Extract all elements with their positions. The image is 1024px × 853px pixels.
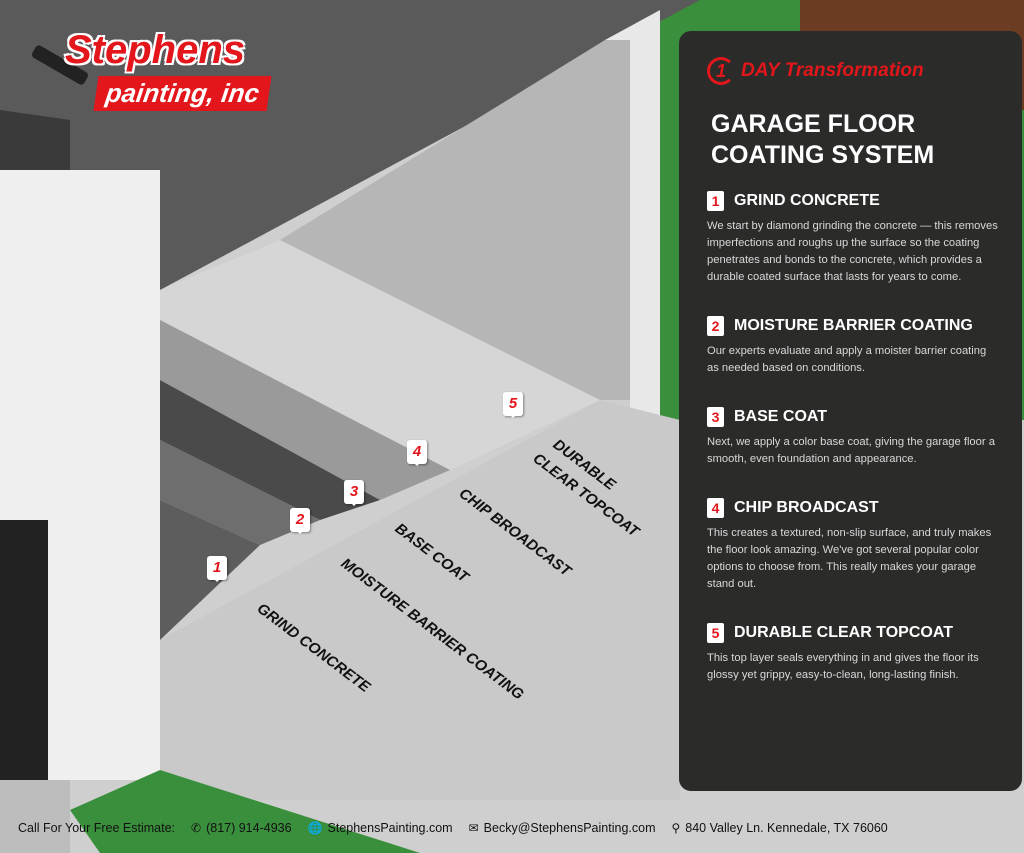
step-description: This creates a textured, non-slip surfac…	[707, 527, 992, 590]
marker-1: 1	[207, 556, 227, 582]
step-title: GRIND CONCRETE	[734, 192, 880, 209]
step-number: 3	[707, 407, 724, 427]
info-panel: 1 DAY Transformation GARAGE FLOOR COATING …	[679, 31, 1022, 791]
map-pin-icon: ⚲	[671, 821, 681, 835]
email-text: Becky@StephensPainting.com	[483, 821, 656, 835]
house-door	[0, 520, 48, 780]
marker-5: 5	[503, 392, 523, 418]
website-text: StephensPainting.com	[327, 821, 453, 835]
company-logo: Stephens painting, inc	[30, 28, 280, 123]
address-text: 840 Valley Ln. Kennedale, TX 76060	[685, 821, 888, 835]
base-coat-strip	[160, 380, 380, 520]
step-description: Our experts evaluate and apply a moister…	[707, 345, 987, 374]
step-number: 1	[707, 191, 724, 211]
marker-2: 2	[290, 508, 310, 534]
grass-bottom	[70, 770, 420, 853]
driveway	[160, 400, 680, 800]
garage-pillar	[605, 10, 660, 420]
step-2: 2 MOISTURE BARRIER COATING Our experts eva…	[707, 316, 998, 377]
step-description: We start by diamond grinding the concret…	[707, 220, 998, 283]
step-number: 5	[707, 623, 724, 643]
globe-icon: 🌐	[307, 821, 323, 835]
step-title: CHIP BROADCAST	[734, 499, 879, 516]
tagline: 1 DAY Transformation	[707, 57, 998, 85]
phone-icon: ✆	[191, 821, 202, 835]
roof	[0, 0, 700, 290]
website-link[interactable]: 🌐 StephensPainting.com	[308, 821, 453, 835]
phone-link[interactable]: ✆ (817) 914-4936	[191, 821, 292, 835]
step-5: 5 DURABLE CLEAR TOPCOAT This top layer sea…	[707, 623, 998, 684]
logo-name: Stephens	[65, 28, 246, 72]
cta-text: Call For Your Free Estimate:	[18, 821, 176, 835]
chip-floor-back	[160, 240, 600, 470]
step-3: 3 BASE COAT Next, we apply a color base co…	[707, 407, 998, 468]
step-1: 1 GRIND CONCRETE We start by diamond grind…	[707, 191, 998, 286]
contact-footer: Call For Your Free Estimate: ✆ (817) 914-…	[0, 812, 1024, 844]
chip-floor	[160, 320, 450, 500]
tagline-text: DAY Transformation	[741, 60, 924, 81]
step-4: 4 CHIP BROADCAST This creates a textured, …	[707, 498, 998, 593]
step-number: 4	[707, 498, 724, 518]
panel-title: GARAGE FLOOR COATING SYSTEM	[711, 109, 998, 171]
step-description: Next, we apply a color base coat, giving…	[707, 436, 995, 465]
envelope-icon: ✉	[468, 821, 479, 835]
step-title: DURABLE CLEAR TOPCOAT	[734, 624, 953, 641]
marker-4: 4	[407, 440, 427, 466]
logo-subname: painting, inc	[93, 76, 272, 111]
email-link[interactable]: ✉ Becky@StephensPainting.com	[469, 821, 656, 835]
one-day-arrow-icon: 1	[707, 57, 735, 85]
steps	[0, 780, 70, 853]
address-text-group: ⚲ 840 Valley Ln. Kennedale, TX 76060	[671, 821, 887, 835]
step-title: MOISTURE BARRIER COATING	[734, 317, 973, 334]
phone-text: (817) 914-4936	[206, 821, 292, 835]
step-description: This top layer seals everything in and g…	[707, 652, 979, 681]
title-line-2: COATING SYSTEM	[711, 141, 935, 169]
step-title: BASE COAT	[734, 408, 828, 425]
moisture-strip	[160, 440, 320, 545]
title-line-1: GARAGE FLOOR	[711, 110, 916, 138]
step-number: 2	[707, 316, 724, 336]
marker-3: 3	[344, 480, 364, 506]
